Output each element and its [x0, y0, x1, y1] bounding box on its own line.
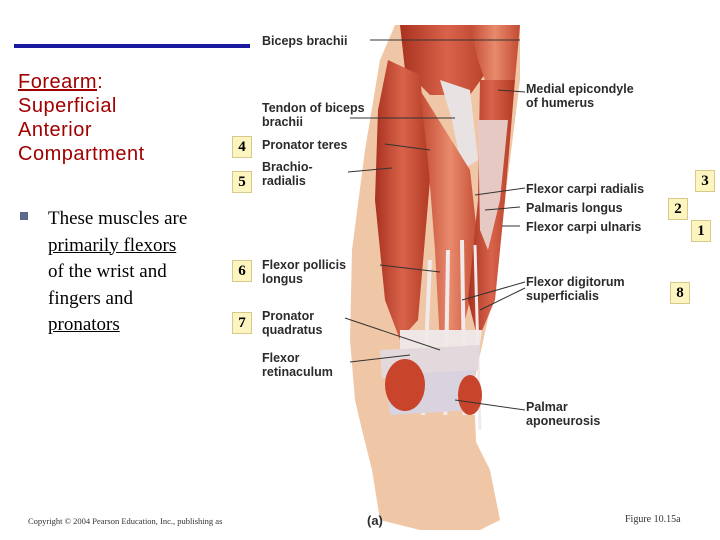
label-flexor-carpi-radialis: Flexor carpi radialis — [526, 182, 645, 196]
number-box-1: 1 — [691, 220, 711, 242]
number-box-2: 2 — [668, 198, 688, 220]
number-box-6: 6 — [232, 260, 252, 282]
label-flexor-pollicis-longus: Flexor pollicis longus — [262, 258, 347, 286]
number-box-3: 3 — [695, 170, 715, 192]
title-line-1: Superficial — [18, 95, 117, 117]
label-palmaris-longus: Palmaris longus — [526, 201, 623, 215]
bullet-square-icon — [20, 212, 28, 220]
title-forearm: Forearm — [18, 71, 98, 93]
label-biceps-brachii: Biceps brachii — [262, 34, 348, 48]
title-rule — [14, 44, 250, 48]
label-flexor-carpi-ulnaris: Flexor carpi ulnaris — [526, 220, 642, 234]
bullet-text: These muscles are primarily flexors of t… — [20, 206, 215, 339]
number-box-5: 5 — [232, 171, 252, 193]
label-tendon-of-biceps: Tendon of biceps brachii — [262, 101, 365, 129]
number-box-7: 7 — [232, 312, 252, 334]
title-line-2: Anterior — [18, 119, 93, 141]
panel-letter: (a) — [367, 513, 383, 528]
label-brachioradialis: Brachio- radialis — [262, 160, 313, 188]
label-pronator-teres: Pronator teres — [262, 138, 348, 152]
number-box-4: 4 — [232, 136, 252, 158]
figure-reference: Figure 10.15a — [625, 514, 681, 525]
title-line-3: Compartment — [18, 143, 145, 165]
label-palmar-aponeurosis: Palmar aponeurosis — [526, 400, 601, 428]
copyright-notice: Copyright © 2004 Pearson Education, Inc.… — [28, 516, 223, 526]
label-pronator-quadratus: Pronator quadratus — [262, 309, 323, 337]
label-flexor-digitorum-superficialis: Flexor digitorum superficialis — [526, 275, 625, 303]
number-box-8: 8 — [670, 282, 690, 304]
label-flexor-retinaculum: Flexor retinaculum — [262, 351, 333, 379]
slide-title: Forearm: Superficial Anterior Compartmen… — [18, 71, 145, 165]
label-medial-epicondyle: Medial epicondyle of humerus — [526, 82, 634, 110]
